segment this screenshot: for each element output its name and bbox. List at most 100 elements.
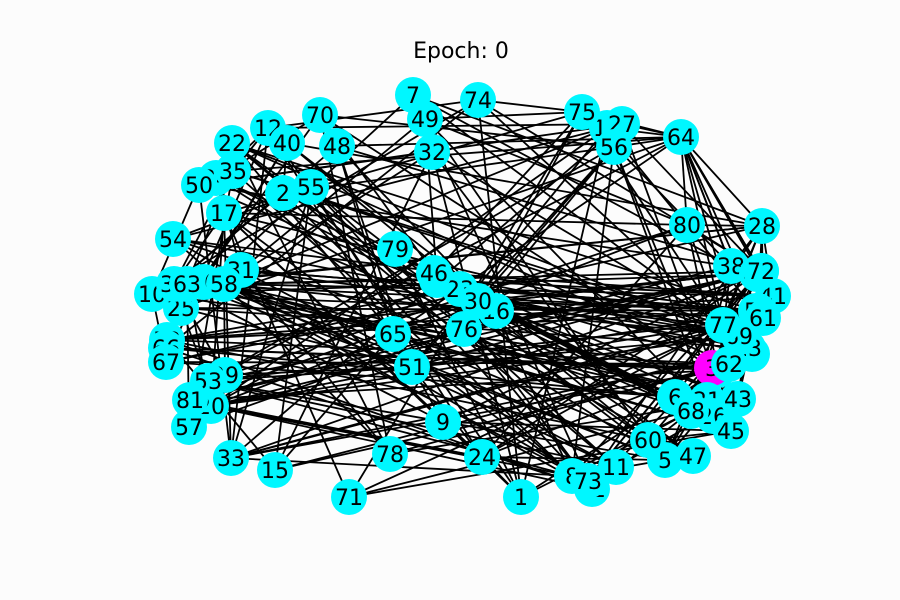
node-28-circle [744,208,780,244]
node-28-label: 28 [748,215,776,240]
edge-32-58 [223,151,433,285]
node-47-circle [675,438,711,474]
node-65-label: 65 [379,323,407,348]
node-11-circle [598,449,634,485]
node-47: 47 [675,438,711,474]
edge-22-39 [231,142,757,312]
node-62: 62 [711,346,747,382]
node-78: 78 [372,436,408,472]
node-70-circle [302,97,338,133]
node-57: 57 [171,409,207,445]
edge-13-15 [274,347,749,471]
node-45-circle [713,413,749,449]
node-74-circle [460,82,496,118]
node-35-circle [215,153,251,189]
node-11-label: 11 [602,456,630,481]
edge-43-71 [348,398,739,498]
node-57-label: 57 [175,416,203,441]
node-33-label: 33 [217,447,245,472]
edge-12-74 [267,99,479,129]
node-40-label: 40 [273,132,301,157]
node-62-label: 62 [715,353,743,378]
edge-27-54 [172,123,623,240]
node-63-circle [169,266,205,302]
node-50-circle [181,167,217,203]
edge-33-55 [230,186,312,459]
node-54-circle [155,221,191,257]
node-7-label: 7 [406,84,420,109]
node-73: 73 [570,463,606,499]
node-32-circle [414,134,450,170]
node-32-label: 32 [418,141,446,166]
edge-37-48 [173,145,338,285]
node-2-circle [265,175,301,211]
edge-52-62 [166,339,730,365]
node-50: 50 [181,167,217,203]
node-68-label: 68 [677,400,705,425]
node-9: 9 [425,404,461,440]
node-1-circle [503,479,539,515]
node-32: 32 [414,134,450,170]
edge-48-65 [336,145,394,335]
edge-58-78 [223,283,391,455]
edge-18-20 [210,127,608,407]
node-40: 40 [269,125,305,161]
node-46-circle [416,255,452,291]
node-56-label: 56 [600,136,628,161]
edge-53-56 [207,146,615,382]
node-51-circle [394,349,430,385]
node-76-circle [446,311,482,347]
node-71-circle [331,479,367,515]
node-80-circle [669,207,705,243]
node-73-circle [570,463,606,499]
node-17: 17 [206,195,242,231]
edge-51-69 [411,335,740,368]
edge-72-73 [587,270,762,482]
node-15: 15 [257,452,293,488]
node-55-label: 55 [297,176,325,201]
node-46: 46 [416,255,452,291]
node-15-label: 15 [261,459,289,484]
node-57-circle [171,409,207,445]
edge-73-76 [463,328,589,482]
node-75: 75 [564,94,600,130]
node-60: 60 [630,422,666,458]
edge-39-71 [348,310,757,498]
node-22: 22 [214,125,250,161]
node-51-label: 51 [398,356,426,381]
node-78-label: 78 [376,443,404,468]
edge-64-28 [680,136,763,227]
figure-title: Epoch: 0 [413,39,509,64]
node-80-label: 80 [673,214,701,239]
edge-74-77 [477,99,724,326]
node-56: 56 [596,129,632,165]
edge-22-65 [231,142,394,335]
node-79-circle [377,231,413,267]
edge-24-44 [481,273,758,458]
node-56-circle [596,129,632,165]
node-60-circle [630,422,666,458]
node-30: 30 [460,283,496,319]
node-11: 11 [598,449,634,485]
node-76-label: 76 [450,318,478,343]
node-30-circle [460,283,496,319]
node-79: 79 [377,231,413,267]
node-72-label: 72 [747,260,775,285]
node-22-label: 22 [218,132,246,157]
node-81-circle [172,382,208,418]
node-49-circle [407,101,443,137]
edge-64-65 [392,136,682,335]
node-65: 65 [375,316,411,352]
node-62-circle [711,346,747,382]
node-71: 71 [331,479,367,515]
edge-20-51 [210,366,413,407]
edge-5-58 [223,283,666,461]
node-71-label: 71 [335,486,363,511]
nodes-layer: 0123456789101112131415161718192021222324… [134,77,791,515]
edge-60-65 [392,333,649,441]
edge-72-74 [477,99,762,272]
node-58-label: 58 [210,273,238,298]
node-49-label: 49 [411,108,439,133]
node-60-label: 60 [634,429,662,454]
edge-49-60 [424,118,649,441]
